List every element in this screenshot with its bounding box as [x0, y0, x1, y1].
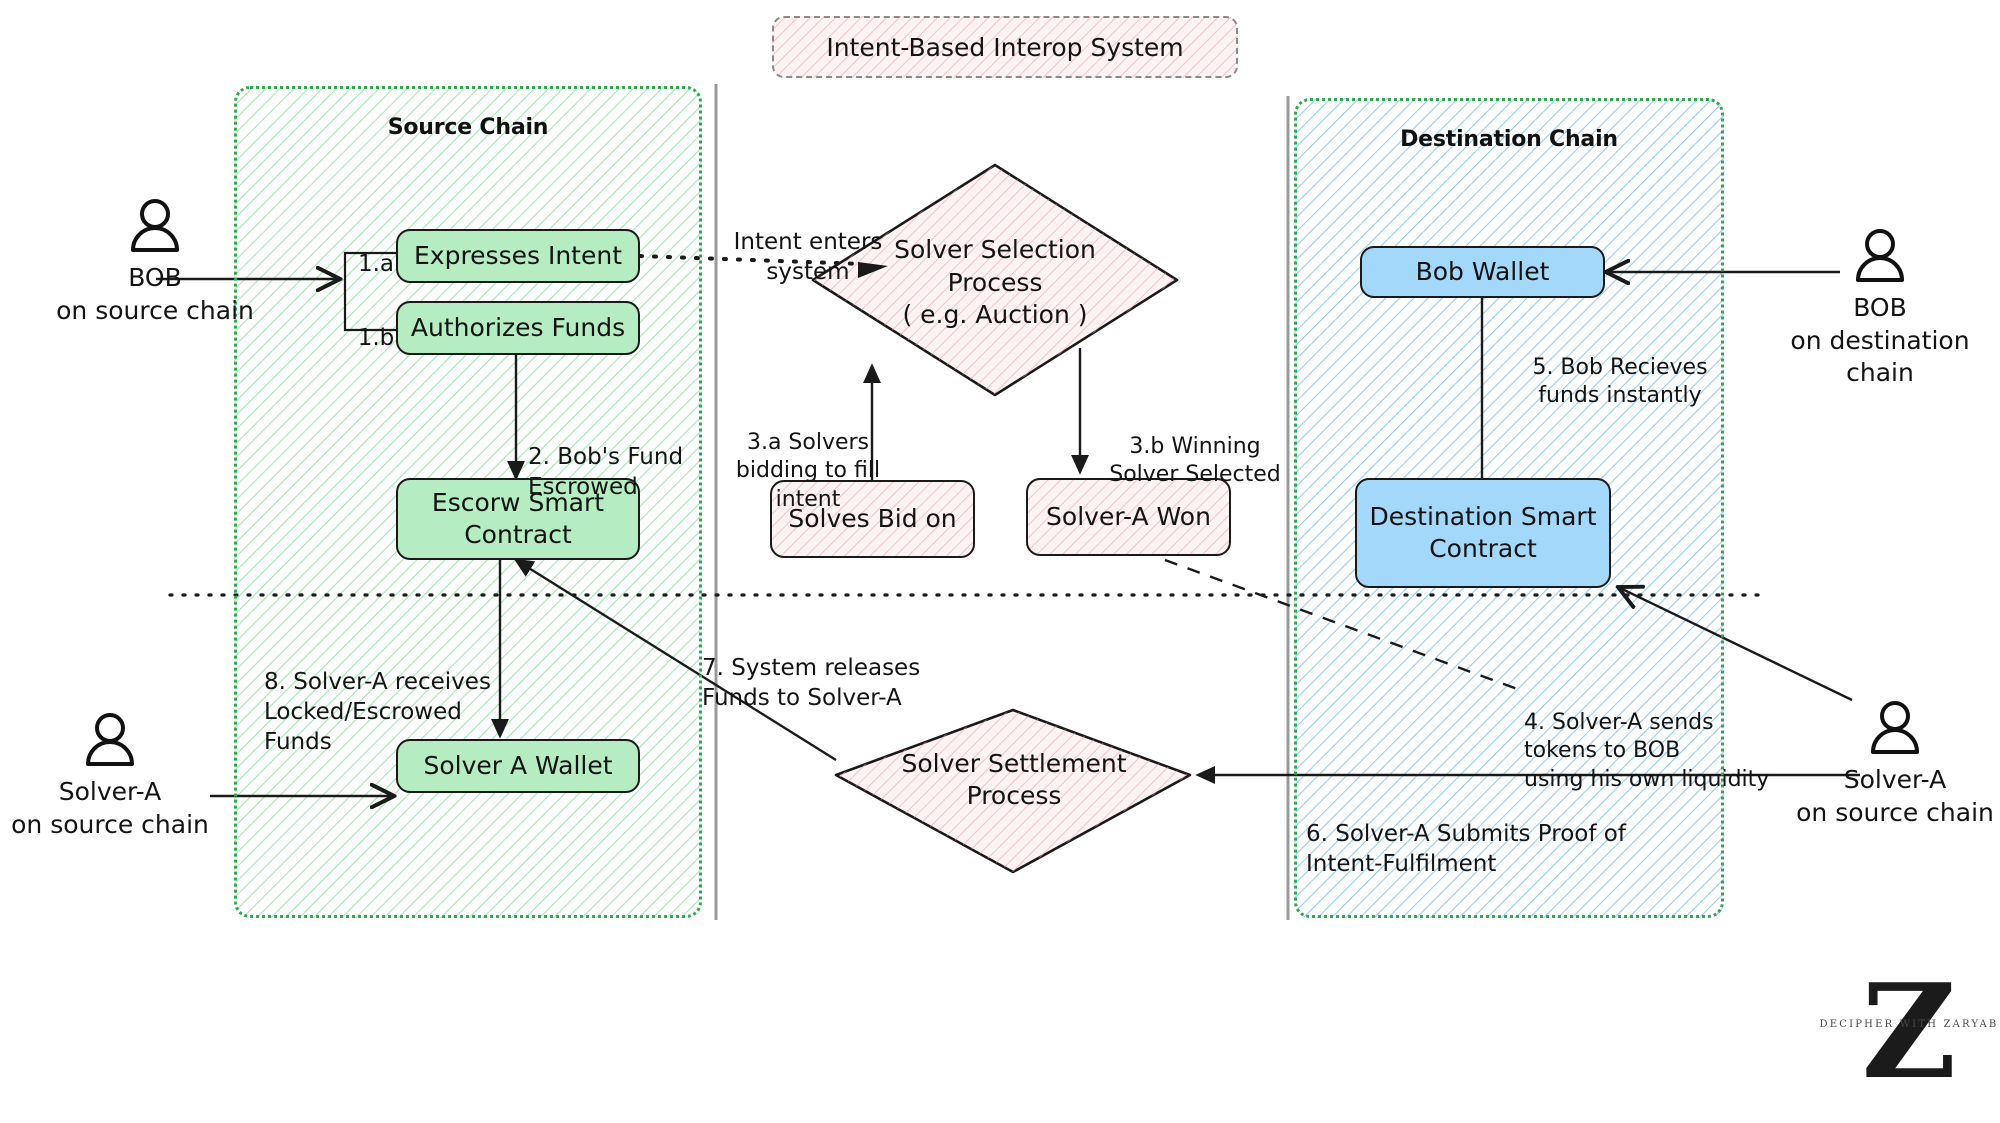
node-solver-a-wallet-label: Solver A Wallet [423, 751, 613, 780]
person-icon [1865, 700, 1925, 760]
edge-label-bob-receives: 5. Bob Recieves funds instantly [1532, 354, 1708, 409]
edge-label-winning-solver: 3.b Winning Solver Selected [1109, 433, 1281, 488]
edge-solver-sends-tokens [1164, 558, 1521, 692]
node-solves-bid-on-label: Solves Bid on [788, 504, 957, 533]
lane-source-chain: Source Chain [234, 86, 702, 918]
node-solver-a-won-label: Solver-A Won [1046, 502, 1211, 531]
node-expresses-intent-label: Expresses Intent [413, 241, 623, 270]
actor-solver-a-right: Solver-A on source chain [1790, 700, 2000, 829]
node-destination-smart-contract[interactable]: Destination Smart Contract [1355, 478, 1611, 588]
node-escrow-smart-contract[interactable]: Escorw Smart Contract [396, 478, 640, 560]
node-authorizes-funds-label: Authorizes Funds [410, 313, 626, 342]
actor-solver-a-left: Solver-A on source chain [0, 712, 220, 841]
brand-logo: Z DECIPHER WITH ZARYAB [1818, 955, 2000, 1108]
actor-bob-source: BOB on source chain [40, 198, 270, 327]
edge-label-solvers-bidding: 3.a Solvers bidding to fill intent [735, 429, 881, 512]
node-expresses-intent[interactable]: Expresses Intent [396, 229, 640, 283]
actor-bob-destination: BOB on destination chain [1760, 228, 2000, 390]
node-solves-bid-on[interactable]: Solves Bid on [770, 480, 975, 558]
edge-intent-enters-system [638, 254, 864, 266]
edge-label-solver-sends-tokens: 4. Solver-A sends tokens to BOB using hi… [1524, 709, 1770, 792]
person-icon [125, 198, 185, 258]
actor-bob-source-name: BOB [128, 263, 182, 292]
edge-label-system-releases: 7. System releases Funds to Solver-A [702, 654, 921, 711]
logo-letter: Z [1862, 965, 1957, 1100]
actor-solver-a-right-name: Solver-A [1843, 765, 1947, 794]
node-authorizes-funds[interactable]: Authorizes Funds [396, 301, 640, 355]
diagram-title-box: Intent-Based Interop System [772, 16, 1238, 78]
node-escrow-smart-contract-label: Escorw Smart Contract [431, 488, 605, 549]
person-icon [1850, 228, 1910, 288]
edge-system-releases-funds [513, 558, 837, 762]
node-destination-smart-contract-label: Destination Smart Contract [1369, 502, 1597, 563]
edge-label-intent-enters: Intent enters system [733, 228, 883, 285]
logo-tagline: DECIPHER WITH ZARYAB [1820, 1019, 1999, 1030]
lane-destination-chain: Destination Chain [1294, 98, 1724, 918]
edge-label-bobs-fund-escrowed: 2. Bob's Fund Escrowed [528, 443, 684, 500]
edge-label-submits-proof: 6. Solver-A Submits Proof of Intent-Fulf… [1306, 820, 1626, 877]
step-marker-1a: 1.a [357, 250, 395, 277]
actor-bob-source-sub: on source chain [56, 295, 254, 325]
actor-bob-destination-name: BOB [1853, 293, 1907, 322]
actor-solver-a-left-sub: on source chain [11, 809, 209, 839]
node-bob-wallet-label: Bob Wallet [1415, 257, 1550, 286]
lane-destination-chain-title: Destination Chain [1400, 127, 1618, 152]
edge-solver-a-to-dest-contract [1620, 588, 1853, 702]
edge-label-solver-receives-locked: 8. Solver-A receives Locked/Escrowed Fun… [264, 668, 491, 755]
node-solver-a-won[interactable]: Solver-A Won [1026, 478, 1231, 556]
step-marker-1b: 1.b [357, 324, 395, 351]
actor-bob-destination-sub: on destination chain [1790, 325, 1970, 388]
node-solver-a-wallet[interactable]: Solver A Wallet [396, 739, 640, 793]
bracket-1ab [343, 251, 396, 332]
diagram-title-text: Intent-Based Interop System [826, 32, 1184, 62]
actor-solver-a-left-name: Solver-A [58, 777, 162, 806]
node-bob-wallet[interactable]: Bob Wallet [1360, 246, 1605, 298]
person-icon [80, 712, 140, 772]
lane-source-chain-title: Source Chain [387, 115, 549, 140]
actor-solver-a-right-sub: on source chain [1796, 797, 1994, 827]
